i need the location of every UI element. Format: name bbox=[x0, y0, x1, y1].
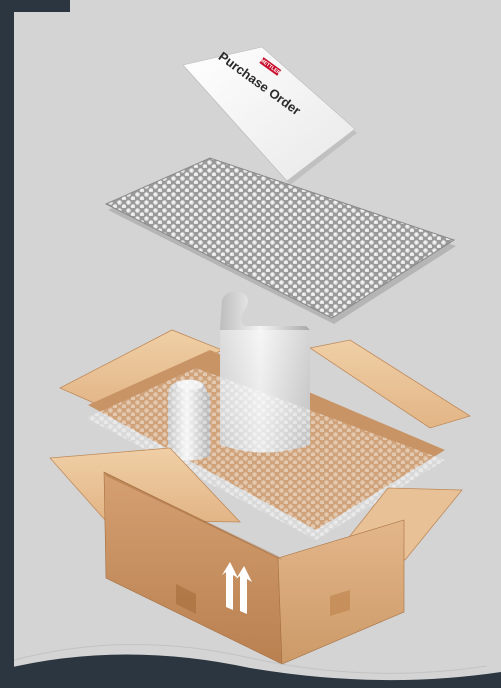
page-curl bbox=[0, 654, 501, 688]
bubble-wrap-sheet bbox=[106, 158, 456, 324]
